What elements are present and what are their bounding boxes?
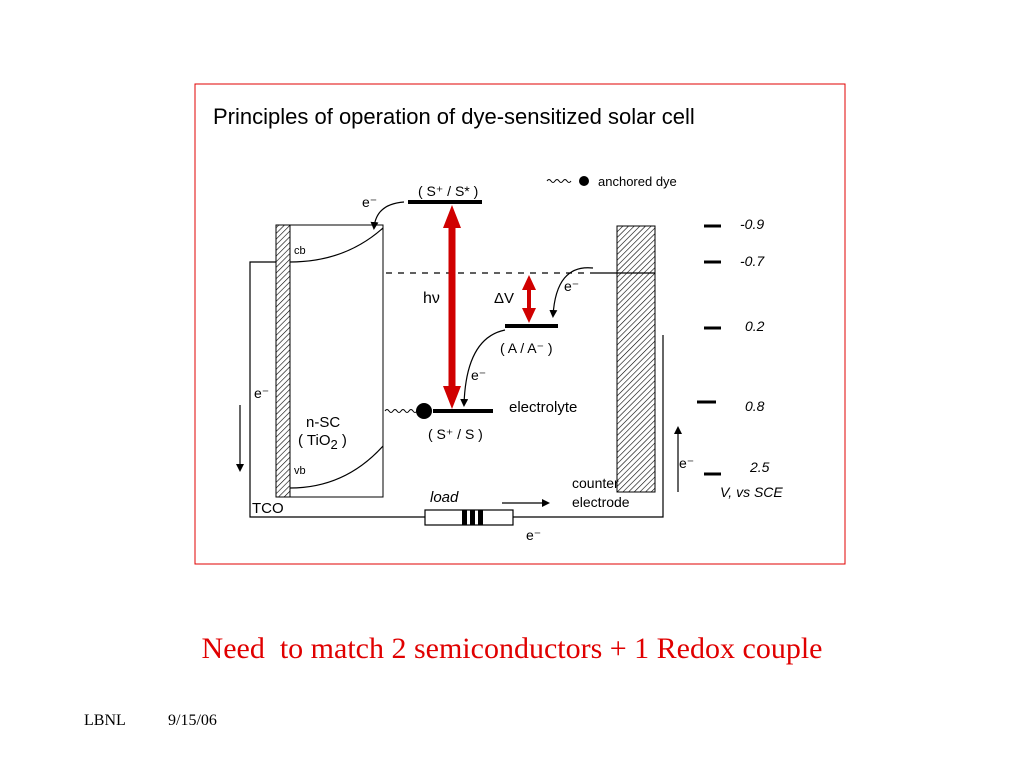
electron-label-counter: e⁻ [564,278,579,294]
legend-label: anchored dye [598,174,677,189]
regeneration-arrow [460,329,506,407]
dye-molecule-dot [416,403,432,419]
scale-axis-label: V, vs SCE [720,484,783,500]
scale-value: 0.2 [745,318,765,334]
label-s-plus-s: ( S⁺ / S ) [428,426,483,442]
tco-layer [275,224,291,498]
conduction-band-curve [289,227,384,263]
electron-label-injection: e⁻ [362,194,377,210]
injection-arrow [370,201,405,230]
scale-value: -0.7 [740,253,765,269]
counter-electrode [616,225,656,493]
footer-org: LBNL [84,712,126,729]
hv-label: hν [423,290,440,307]
dye-dot-icon [579,176,589,186]
valence-band-curve [289,445,384,489]
delta-v-label: ΔV [494,290,514,307]
electron-label-regeneration: e⁻ [471,367,486,383]
delta-v-arrow [522,275,536,323]
diagram-title: Principles of operation of dye-sensitize… [213,104,695,129]
slide-caption: Need to match 2 semiconductors + 1 Redox… [201,632,823,665]
label-a-a-minus: ( A / A⁻ ) [500,340,553,356]
tco-label: TCO [252,500,284,517]
circuit-right-wire [513,335,664,518]
legend-anchored-dye: anchored dye [546,174,677,189]
electron-label-bottom: e⁻ [526,527,541,543]
hv-excitation-arrow [443,205,461,409]
electron-label-right: e⁻ [679,455,694,471]
load-label: load [430,489,459,506]
scale-value: 2.5 [749,459,770,475]
scale-value: 0.8 [745,398,765,414]
counter-reduction-arrow [549,267,594,318]
cb-label: cb [294,245,306,257]
scale-value: -0.9 [740,216,764,232]
counter-label: counter [572,475,619,491]
footer-date: 9/15/06 [168,712,217,729]
tio2-label: ( TiO2 ) [298,432,347,452]
electron-label-left: e⁻ [254,385,269,401]
circuit-left-wire [249,261,425,518]
nsc-box [289,224,384,498]
potential-scale: -0.9 -0.7 0.2 0.8 2.5 V, vs SCE [697,216,783,500]
vb-label: vb [294,465,306,477]
electrolyte-label: electrolyte [509,399,577,416]
electrode-label: electrode [572,494,630,510]
label-s-plus-s-star: ( S⁺ / S* ) [418,183,478,199]
nsc-label: n-SC [306,414,340,431]
load-resistor [424,509,514,526]
